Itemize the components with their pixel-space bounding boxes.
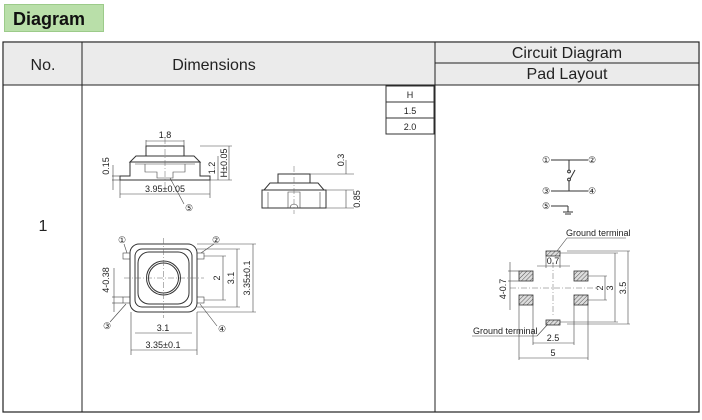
ground-terminal-top-label: Ground terminal	[566, 228, 631, 238]
dim-outer-height: 3.35±0.1	[242, 261, 252, 296]
circuit-pin-5: ⑤	[542, 201, 550, 211]
dim-inner-width: 3.1	[157, 323, 170, 333]
circuit-pin-1: ①	[542, 155, 550, 165]
dim-span-h: 5	[550, 348, 555, 358]
dim-gnd-width: 0.7	[547, 256, 560, 266]
dim-inner-height: 3.1	[226, 272, 236, 285]
top-view-drawing: ① ② ③ ④ 4-0.38 2 3.1 3.35±0.1 3.1 3.35±0…	[101, 235, 256, 355]
callout-5: ⑤	[185, 203, 193, 213]
pad-layout-drawing: Ground terminal Ground terminal 0.7 4-0.…	[472, 228, 631, 360]
pin-label-1: ①	[118, 235, 126, 245]
dim-pad-size: 4-0.7	[498, 279, 508, 300]
dim-pitch-h: 2.5	[547, 333, 560, 343]
dim-gap: 0.15	[101, 157, 111, 175]
circuit-pin-4: ④	[588, 186, 596, 196]
dim-pin-width: 4-0.38	[101, 267, 111, 293]
side-view-drawing: 1.8 0.15 1.2 H±0.05 3.95±0.05 ⑤	[101, 130, 232, 213]
dim-span-v: 3	[605, 285, 615, 290]
header-no: No.	[31, 57, 56, 74]
dim-pitch: 2	[212, 275, 222, 280]
dim-inner-height: 1.2	[207, 162, 217, 175]
table-grid	[2, 41, 700, 413]
pin-label-3: ③	[103, 321, 111, 331]
dim-height: H±0.05	[219, 149, 229, 178]
header-circuit-diagram: Circuit Diagram	[512, 45, 622, 62]
height-table-header: H	[407, 90, 414, 100]
dim-front-base: 0.85	[352, 190, 362, 208]
section-title: Diagram	[4, 4, 104, 32]
dim-outer-width: 3.35±0.1	[146, 340, 181, 350]
header-pad-layout: Pad Layout	[527, 66, 609, 83]
dim-width: 3.95±0.05	[145, 184, 185, 194]
circuit-pin-3: ③	[542, 186, 550, 196]
dim-gnd-span: 3.5	[618, 282, 628, 295]
pin-label-2: ②	[212, 235, 220, 245]
pin-label-4: ④	[218, 324, 226, 334]
height-value: 1.5	[404, 106, 417, 116]
height-value: 2.0	[404, 122, 417, 132]
height-table: H 1.5 2.0	[385, 85, 435, 135]
ground-terminal-bottom-label: Ground terminal	[473, 326, 538, 336]
row-number: 1	[39, 218, 48, 235]
header-dimensions: Dimensions	[172, 57, 256, 74]
dim-front-top: 0.3	[336, 154, 346, 167]
front-view-drawing: 0.3 0.85	[261, 154, 362, 214]
dim-top-width: 1.8	[159, 130, 172, 140]
circuit-diagram: ① ② ③ ④ ⑤	[542, 155, 596, 215]
circuit-pin-2: ②	[588, 155, 596, 165]
dim-pitch-v: 2	[595, 285, 605, 290]
